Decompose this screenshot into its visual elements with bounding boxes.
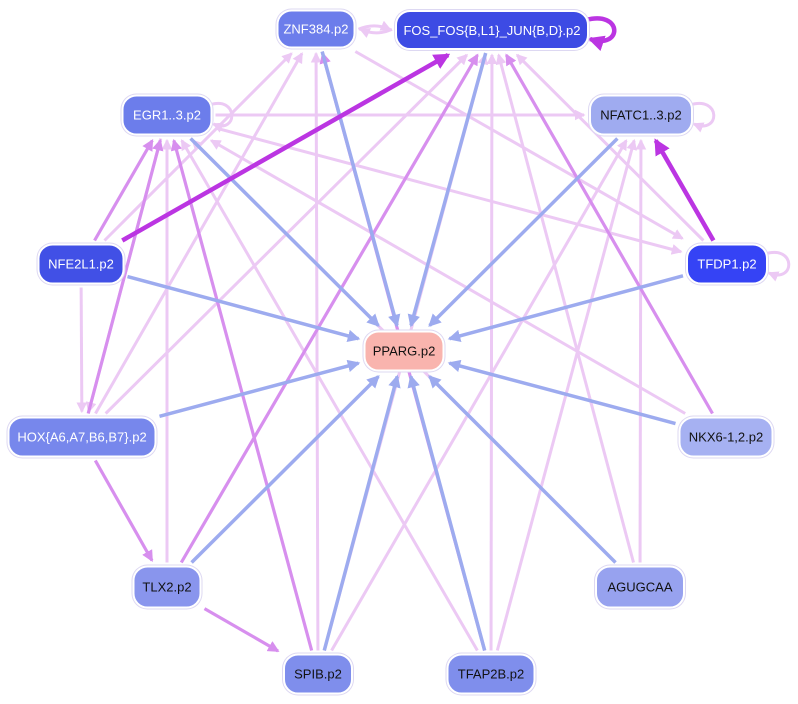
edge-nkx6-pparg: [447, 359, 676, 426]
node-fos[interactable]: FOS_FOS{B,L1}_JUN{B,D}.p2: [395, 10, 589, 50]
node-label: EGR1..3.p2: [133, 107, 201, 123]
node-label: ZNF384.p2: [283, 21, 349, 37]
edge-tlx2-fos: [179, 53, 479, 564]
node-tfap2b[interactable]: TFAP2B.p2: [446, 653, 536, 695]
node-label: HOX{A6,A7,B6,B7}.p2: [17, 429, 147, 445]
self-loop-tfdp1: [764, 250, 791, 282]
edge-nkx6-egr1: [209, 139, 686, 415]
node-tfdp1[interactable]: TFDP1.p2: [686, 243, 768, 285]
edge-nfe2l1-pparg: [127, 274, 361, 343]
edge-fos-znf384: [359, 27, 393, 38]
node-label: SPIB.p2: [294, 666, 342, 682]
node-znf384[interactable]: ZNF384.p2: [276, 9, 356, 49]
edge-nfe2l1-fos: [121, 53, 451, 243]
edge-tfap2b-fos: [486, 53, 498, 651]
edge-nfe2l1-hox: [76, 287, 88, 414]
node-nkx6[interactable]: NKX6-1,2.p2: [678, 416, 774, 458]
node-label: NFATC1..3.p2: [600, 107, 682, 123]
self-loop-nfatc1: [689, 101, 716, 133]
edge-spib-nfatc1: [330, 139, 628, 652]
edge-tfdp1-pparg: [447, 274, 684, 343]
self-loop-fos: [585, 16, 617, 52]
node-nfe2l1[interactable]: NFE2L1.p2: [37, 243, 125, 285]
edge-tfdp1-nfatc1: [653, 138, 716, 242]
edge-hox-egr1: [86, 138, 164, 414]
edge-agugcaa-pparg: [428, 375, 617, 564]
node-label: NFE2L1.p2: [48, 256, 114, 272]
node-hox[interactable]: HOX{A6,A7,B6,B7}.p2: [7, 416, 157, 458]
node-label: AGUGCAA: [607, 579, 673, 595]
node-nfatc1[interactable]: NFATC1..3.p2: [589, 94, 693, 136]
edge-znf384-tfdp1: [354, 50, 684, 240]
edge-znf384-pparg: [320, 51, 401, 328]
node-agugcaa[interactable]: AGUGCAA: [595, 565, 685, 609]
edge-tfap2b-egr1: [180, 139, 479, 652]
node-label: TFDP1.p2: [697, 256, 757, 272]
edge-tlx2-spib: [203, 607, 280, 653]
node-label: FOS_FOS{B,L1}_JUN{B,D}.p2: [403, 22, 581, 38]
edge-egr1-pparg: [189, 137, 380, 327]
node-tlx2[interactable]: TLX2.p2: [132, 565, 202, 609]
node-label: TLX2.p2: [142, 579, 192, 595]
edge-spib-znf384: [310, 51, 322, 651]
node-label: PPARG.p2: [372, 343, 436, 359]
node-pparg[interactable]: PPARG.p2: [363, 330, 445, 372]
self-loop-egr1: [209, 101, 234, 133]
edge-spib-pparg: [322, 374, 401, 651]
edge-nfatc1-pparg: [428, 137, 619, 327]
edge-hox-pparg: [159, 359, 361, 418]
node-egr1[interactable]: EGR1..3.p2: [121, 94, 213, 136]
edge-agugcaa-nfatc1: [635, 138, 647, 563]
node-spib[interactable]: SPIB.p2: [283, 653, 353, 695]
edge-tfap2b-pparg: [407, 374, 487, 651]
edge-tlx2-pparg: [190, 375, 380, 564]
node-label: TFAP2B.p2: [457, 666, 525, 682]
node-label: NKX6-1,2.p2: [688, 429, 764, 445]
edge-nkx6-fos: [504, 53, 714, 415]
edge-fos-pparg: [407, 52, 488, 328]
edge-hox-tlx2: [93, 459, 154, 563]
edge-nfe2l1-egr1: [93, 139, 154, 242]
